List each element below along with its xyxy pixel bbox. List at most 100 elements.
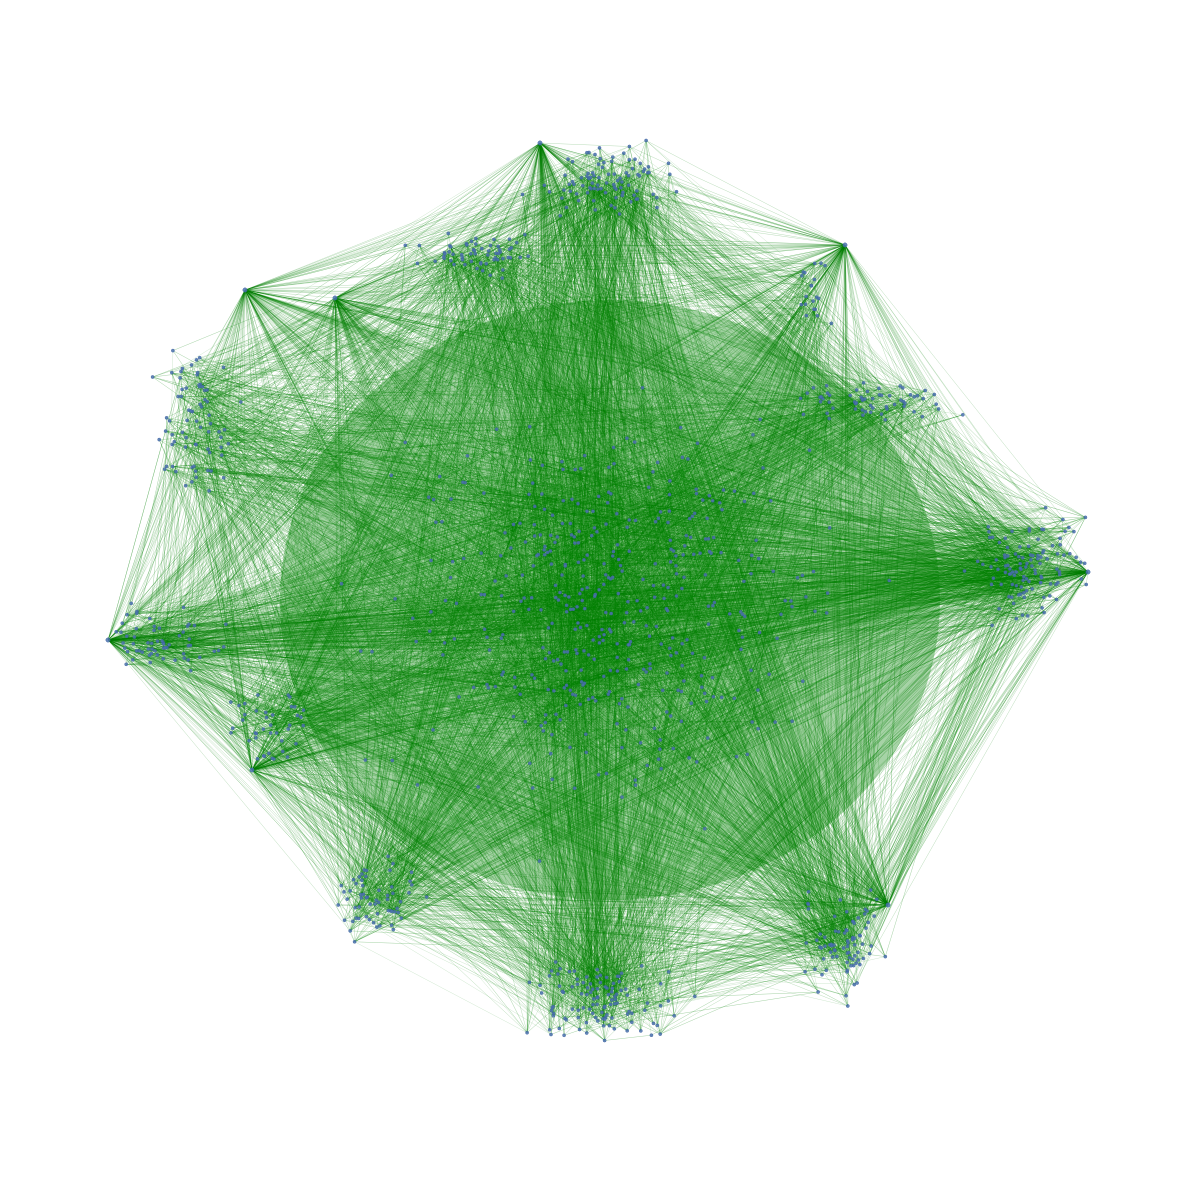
graph-node	[540, 492, 544, 496]
graph-node	[858, 962, 862, 967]
graph-node	[1036, 537, 1040, 542]
graph-node	[615, 178, 620, 183]
graph-node	[407, 891, 411, 895]
graph-node	[448, 575, 453, 580]
graph-node	[615, 642, 620, 646]
graph-node	[162, 467, 167, 472]
graph-node	[577, 529, 581, 534]
graph-node	[567, 595, 571, 599]
graph-node	[1013, 552, 1018, 556]
graph-node	[448, 245, 453, 249]
graph-node	[655, 1023, 660, 1028]
graph-node	[476, 785, 480, 789]
graph-node	[371, 920, 376, 925]
graph-node	[694, 487, 699, 492]
graph-node	[354, 881, 358, 886]
graph-node	[624, 171, 629, 175]
graph-node	[615, 511, 619, 516]
graph-node	[581, 1006, 586, 1010]
graph-node	[757, 630, 762, 635]
graph-node	[579, 992, 584, 996]
graph-node	[494, 251, 498, 256]
graph-node	[742, 614, 747, 619]
graph-node	[195, 370, 200, 375]
graph-node	[389, 923, 394, 928]
graph-node	[147, 616, 152, 621]
graph-node	[1031, 553, 1035, 558]
graph-node	[668, 479, 672, 483]
graph-node	[618, 563, 623, 568]
graph-node	[590, 171, 595, 175]
graph-node	[598, 156, 603, 161]
graph-node	[582, 558, 586, 562]
graph-node	[819, 261, 823, 266]
graph-node	[1014, 570, 1019, 574]
graph-node	[707, 493, 712, 498]
graph-node	[150, 375, 155, 379]
graph-node	[570, 497, 574, 502]
graph-node	[580, 587, 584, 592]
graph-node	[626, 643, 631, 647]
graph-node	[623, 987, 628, 991]
graph-node	[134, 611, 139, 616]
graph-node	[996, 567, 1000, 572]
graph-node	[647, 485, 651, 490]
graph-node	[811, 569, 816, 574]
graph-node	[299, 715, 303, 719]
graph-node	[163, 645, 168, 650]
graph-node	[353, 905, 358, 910]
graph-node	[567, 182, 572, 187]
graph-node	[620, 745, 624, 750]
graph-node	[605, 500, 610, 505]
graph-node	[547, 974, 552, 978]
graph-node	[1021, 578, 1025, 583]
graph-node	[750, 720, 754, 724]
graph-node	[339, 581, 344, 586]
graph-node	[626, 705, 630, 709]
graph-node	[529, 595, 534, 600]
graph-node	[686, 457, 690, 461]
graph-node	[588, 185, 592, 190]
graph-node	[691, 552, 696, 557]
graph-node	[706, 537, 711, 541]
graph-node	[392, 910, 397, 914]
graph-node	[671, 746, 676, 751]
graph-node	[607, 465, 611, 470]
graph-node	[478, 261, 483, 266]
graph-node	[648, 662, 652, 666]
graph-node	[1043, 505, 1048, 510]
graph-node	[184, 386, 188, 390]
graph-node	[869, 944, 874, 948]
graph-node	[845, 928, 849, 933]
graph-node	[1056, 580, 1060, 585]
graph-node	[172, 439, 177, 444]
graph-node	[710, 498, 715, 503]
graph-node	[604, 181, 609, 185]
graph-node	[818, 932, 823, 936]
graph-node	[879, 393, 884, 398]
graph-node	[1022, 574, 1026, 579]
graph-node	[644, 670, 649, 674]
graph-node	[800, 573, 805, 578]
graph-node	[1029, 558, 1033, 562]
graph-node	[702, 655, 707, 660]
graph-node	[690, 514, 695, 519]
graph-node	[513, 685, 517, 689]
graph-node	[499, 594, 504, 598]
graph-node	[287, 723, 292, 728]
graph-node	[801, 412, 806, 417]
graph-node	[912, 409, 916, 414]
graph-node	[624, 728, 628, 732]
graph-node	[632, 193, 636, 197]
graph-node	[625, 993, 630, 997]
graph-node	[609, 630, 613, 634]
graph-node	[186, 658, 190, 662]
graph-node	[620, 696, 624, 701]
graph-node	[1030, 564, 1034, 568]
graph-node	[545, 550, 550, 555]
graph-node	[615, 721, 619, 726]
graph-node	[619, 185, 623, 190]
graph-node	[339, 883, 344, 888]
graph-node	[988, 535, 992, 540]
